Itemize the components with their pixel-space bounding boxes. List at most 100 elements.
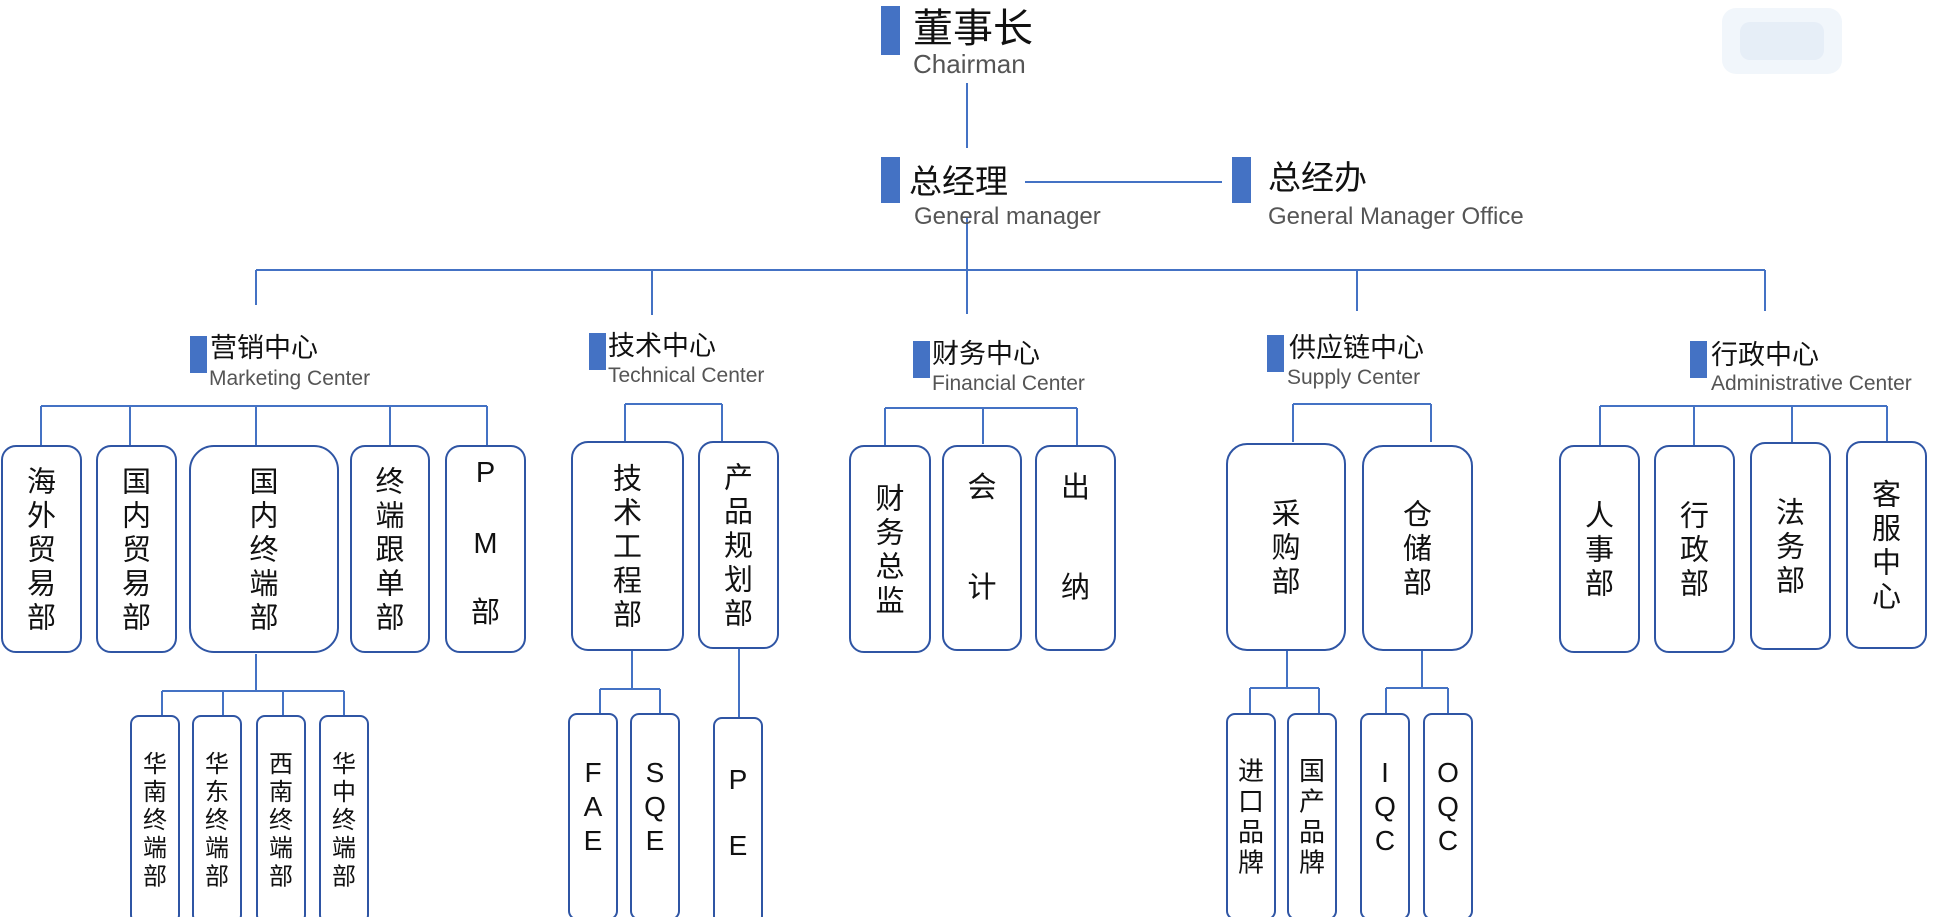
dept-label: 会计 <box>967 471 996 604</box>
admin-subtitle: Administrative Center <box>1711 372 1912 395</box>
dept-box-outline <box>571 441 684 651</box>
dept-box-outline <box>942 445 1022 651</box>
dept-warehouse: 仓储部 <box>1362 445 1473 651</box>
dept-box-outline <box>1226 713 1276 917</box>
dept-label: 人事部 <box>1585 501 1614 601</box>
gm-office-title: 总经办 <box>1268 159 1367 196</box>
dept-label: 海外贸易部 <box>27 466 56 635</box>
dept-finance-director: 财务总监 <box>849 445 931 653</box>
dept-domestic-trade: 国内贸易部 <box>96 445 177 653</box>
dept-box-outline <box>192 715 242 917</box>
dept-label: 仓储部 <box>1403 499 1432 600</box>
faded-logo-watermark <box>1722 8 1842 74</box>
dept-box-outline <box>1559 445 1640 653</box>
dept-box-outline <box>350 445 430 653</box>
dept-label: 客服中心 <box>1872 479 1901 614</box>
dept-label: 进口品牌 <box>1238 756 1264 877</box>
dept-label: 行政部 <box>1680 500 1709 601</box>
dept-label: 终端跟单部 <box>375 466 404 635</box>
dept-label: 技术工程部 <box>613 463 642 632</box>
dept-southwest: 西南终端部 <box>256 715 306 917</box>
dept-label: 产品规划部 <box>724 462 753 631</box>
dept-administration: 行政部 <box>1654 445 1735 653</box>
supply-subtitle: Supply Center <box>1287 366 1420 389</box>
dept-box-outline <box>630 713 680 917</box>
dept-label: 国内贸易部 <box>122 467 151 635</box>
general-manager-marker <box>881 157 900 203</box>
dept-label: 财务总监 <box>875 483 904 618</box>
dept-box-outline <box>1846 441 1927 649</box>
dept-box-outline <box>713 717 763 917</box>
financial-title: 财务中心 <box>932 339 1040 369</box>
admin-title: 行政中心 <box>1711 340 1819 370</box>
dept-box-outline <box>1226 443 1346 651</box>
dept-box-outline <box>1654 445 1735 653</box>
dept-domestic-terminal: 国内终端部 <box>189 445 339 653</box>
technical-marker <box>589 333 606 370</box>
dept-box-outline <box>96 445 177 653</box>
supply-title: 供应链中心 <box>1289 333 1424 363</box>
general-manager-title: 总经理 <box>909 163 1008 200</box>
financial-marker <box>913 341 930 378</box>
marketing-title: 营销中心 <box>210 333 318 363</box>
dept-east-china: 华东终端部 <box>192 715 242 917</box>
dept-label: 华东终端部 <box>205 751 229 890</box>
dept-box-outline <box>130 715 180 917</box>
dept-central-china: 华中终端部 <box>319 715 369 917</box>
dept-box-outline <box>1750 442 1831 650</box>
dept-legal: 法务部 <box>1750 442 1831 650</box>
dept-label: 国产品牌 <box>1299 756 1325 877</box>
connector-lines <box>40 83 1888 718</box>
dept-label: 国内终端部 <box>249 467 278 635</box>
chairman-subtitle: Chairman <box>913 49 1026 79</box>
dept-box-outline <box>189 445 339 653</box>
dept-label: 华南终端部 <box>143 751 167 890</box>
dept-product-planning: 产品规划部 <box>698 441 779 649</box>
dept-label: 华中终端部 <box>332 751 356 890</box>
dept-south-china: 华南终端部 <box>130 715 180 917</box>
marketing-marker <box>190 336 207 373</box>
dept-import-brand: 进口品牌 <box>1226 713 1276 917</box>
financial-subtitle: Financial Center <box>932 372 1085 395</box>
marketing-subtitle: Marketing Center <box>209 367 370 390</box>
general-manager-subtitle: General manager <box>914 203 1101 230</box>
chairman-marker <box>881 6 900 55</box>
dept-label: 西南终端部 <box>269 751 293 890</box>
dept-box-outline <box>319 715 369 917</box>
technical-subtitle: Technical Center <box>608 364 764 387</box>
dept-tech-engineering: 技术工程部 <box>571 441 684 651</box>
dept-box-outline <box>849 445 931 653</box>
dept-overseas-trade: 海外贸易部 <box>1 445 82 653</box>
dept-box-outline <box>1360 713 1410 917</box>
dept-label: 出纳 <box>1061 471 1090 604</box>
gm-office-subtitle: General Manager Office <box>1268 203 1524 230</box>
dept-box-outline <box>256 715 306 917</box>
dept-box-outline <box>1362 445 1473 651</box>
dept-label: 采购部 <box>1271 499 1300 599</box>
supply-marker <box>1267 335 1284 372</box>
dept-box-outline <box>1423 713 1473 917</box>
dept-hr: 人事部 <box>1559 445 1640 653</box>
dept-purchasing: 采购部 <box>1226 443 1346 651</box>
dept-box-outline <box>445 445 526 653</box>
dept-box-outline <box>568 713 618 917</box>
dept-customer-service: 客服中心 <box>1846 441 1927 649</box>
dept-label: 法务部 <box>1776 497 1805 598</box>
dept-terminal-follow: 终端跟单部 <box>350 445 430 653</box>
dept-box-outline <box>698 441 779 649</box>
dept-box-outline <box>1035 445 1116 651</box>
gm-office-marker <box>1232 157 1251 203</box>
